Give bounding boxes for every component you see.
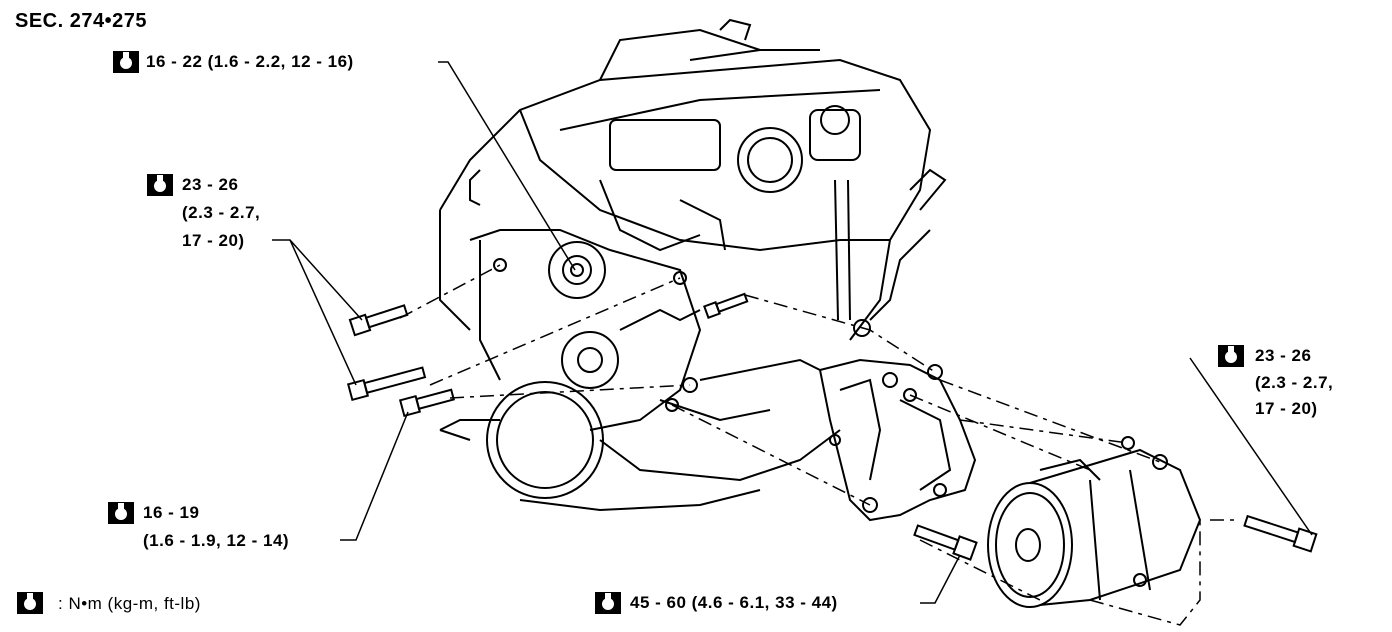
torque-wrench-icon	[146, 173, 174, 197]
leader-lines	[272, 61, 1313, 604]
bolt-right	[1243, 514, 1318, 553]
bolt-lower-left	[398, 388, 456, 418]
torque-callout-left-lower-line1: 16 - 19	[143, 503, 200, 522]
bolt-middle-left	[346, 366, 427, 402]
compressor-bracket	[818, 358, 977, 522]
torque-callout-left-upper-line2: (2.3 - 2.7,	[182, 203, 261, 222]
torque-callout-top-center: 16 - 22 (1.6 - 2.2, 12 - 16)	[146, 52, 354, 71]
bolt-engine-side	[703, 292, 749, 319]
torque-wrench-icon	[112, 50, 140, 74]
torque-callout-right-line2: (2.3 - 2.7,	[1255, 373, 1334, 392]
alignment-lines	[399, 264, 1240, 626]
torque-callout-right-line3: 17 - 20)	[1255, 399, 1318, 418]
ac-compressor	[987, 436, 1202, 608]
torque-callout-left-upper-line1: 23 - 26	[182, 175, 239, 194]
torque-wrench-icon	[1217, 344, 1245, 368]
section-title: SEC. 274•275	[15, 10, 147, 32]
torque-callout-bottom-center: 45 - 60 (4.6 - 6.1, 33 - 44)	[630, 593, 838, 612]
torque-wrench-icon	[107, 501, 135, 525]
bolt-bottom	[913, 524, 978, 561]
bolts	[346, 292, 1318, 561]
torque-wrench-icon	[594, 591, 622, 615]
torque-wrench-icon	[16, 591, 44, 615]
torque-unit-legend: : N•m (kg-m, ft-lb)	[58, 594, 201, 613]
engine-block	[439, 18, 947, 512]
torque-callout-left-lower-line2: (1.6 - 1.9, 12 - 14)	[143, 531, 290, 550]
bolt-upper-left	[348, 304, 409, 337]
torque-callout-left-upper-line3: 17 - 20)	[182, 231, 245, 250]
torque-callout-right-line1: 23 - 26	[1255, 346, 1312, 365]
